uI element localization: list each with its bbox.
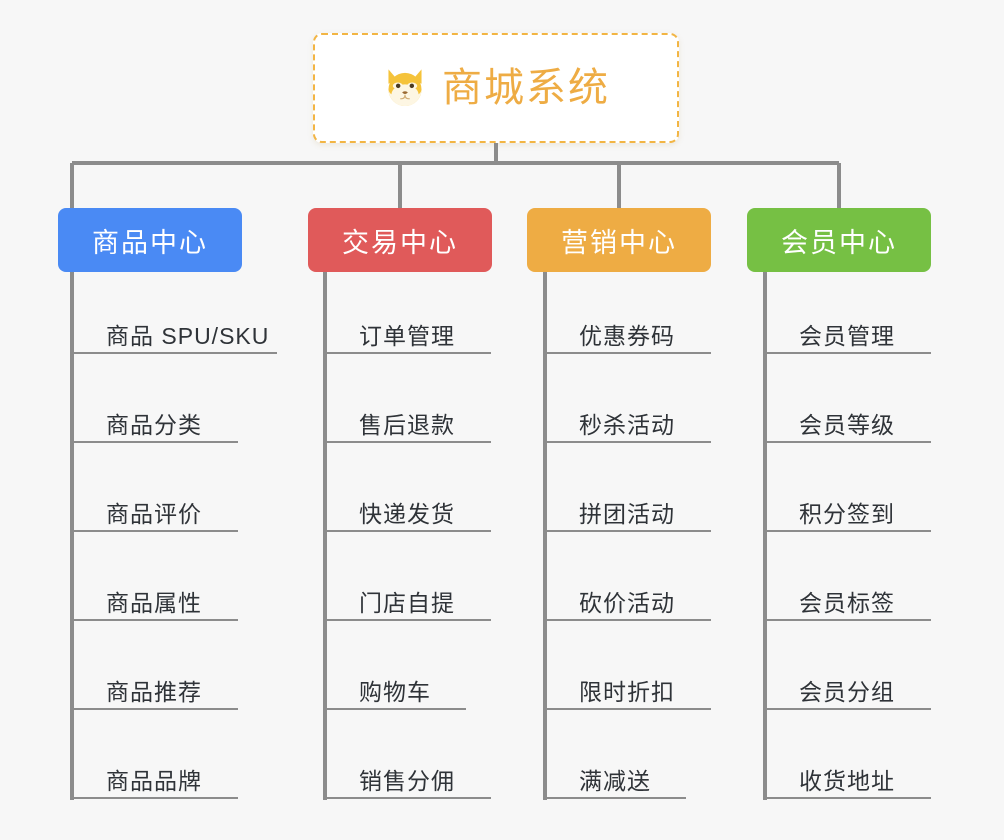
leaf-label: 商品评价	[106, 500, 202, 527]
leaf-label: 售后退款	[359, 411, 455, 438]
leaf-label: 会员标签	[799, 589, 895, 616]
leaf-item[interactable]: 限时折扣	[545, 664, 711, 710]
leaf-item[interactable]: 商品 SPU/SKU	[72, 308, 277, 354]
shiba-dog-face-icon	[388, 69, 422, 106]
leaf-label: 购物车	[359, 678, 431, 705]
leaf-label: 会员等级	[799, 411, 895, 438]
leaf-item[interactable]: 会员标签	[765, 575, 931, 621]
leaf-item[interactable]: 销售分佣	[325, 753, 491, 799]
leaf-label: 商品分类	[106, 411, 202, 438]
leaf-item[interactable]: 砍价活动	[545, 575, 711, 621]
leaf-label: 会员管理	[799, 322, 895, 349]
leaf-item[interactable]: 积分签到	[765, 486, 931, 532]
leaf-label: 收货地址	[799, 767, 895, 794]
category-header-member-center[interactable]: 会员中心	[747, 208, 931, 272]
leaf-label: 快递发货	[359, 500, 455, 527]
leaf-item[interactable]: 优惠券码	[545, 308, 711, 354]
leaf-label: 秒杀活动	[579, 411, 675, 438]
leaf-label: 优惠券码	[579, 322, 675, 349]
leaf-label: 门店自提	[359, 589, 455, 616]
leaf-item[interactable]: 拼团活动	[545, 486, 711, 532]
leaf-item[interactable]: 商品分类	[72, 397, 238, 443]
leaf-label: 商品 SPU/SKU	[106, 322, 270, 349]
category-label: 营销中心	[561, 227, 677, 258]
leaf-label: 积分签到	[799, 500, 895, 527]
leaf-label: 会员分组	[799, 678, 895, 705]
leaf-item[interactable]: 商品品牌	[72, 753, 238, 799]
category-label: 交易中心	[342, 227, 458, 258]
leaf-item[interactable]: 收货地址	[765, 753, 931, 799]
leaf-item[interactable]: 商品评价	[72, 486, 238, 532]
leaf-item[interactable]: 门店自提	[325, 575, 491, 621]
leaf-item[interactable]: 商品属性	[72, 575, 238, 621]
category-header-marketing-center[interactable]: 营销中心	[527, 208, 711, 272]
category-header-trade-center[interactable]: 交易中心	[308, 208, 492, 272]
leaf-label: 拼团活动	[579, 500, 675, 527]
leaf-item[interactable]: 会员管理	[765, 308, 931, 354]
leaf-item[interactable]: 订单管理	[325, 308, 491, 354]
leaf-item[interactable]: 会员分组	[765, 664, 931, 710]
leaf-label: 商品品牌	[106, 767, 202, 794]
category-header-product-center[interactable]: 商品中心	[58, 208, 242, 272]
leaf-item[interactable]: 秒杀活动	[545, 397, 711, 443]
leaf-label: 销售分佣	[359, 767, 455, 794]
leaf-item[interactable]: 购物车	[325, 664, 466, 710]
leaf-label: 满减送	[579, 767, 651, 794]
root-node[interactable]: 商城系统	[313, 33, 679, 143]
category-label: 商品中心	[92, 227, 208, 258]
leaf-label: 商品属性	[106, 589, 202, 616]
root-title: 商城系统	[442, 66, 610, 110]
leaf-item[interactable]: 商品推荐	[72, 664, 238, 710]
leaf-label: 砍价活动	[579, 589, 675, 616]
leaf-label: 限时折扣	[579, 678, 675, 705]
leaf-label: 商品推荐	[106, 678, 202, 705]
leaf-item[interactable]: 会员等级	[765, 397, 931, 443]
leaf-item[interactable]: 满减送	[545, 753, 686, 799]
leaf-item[interactable]: 售后退款	[325, 397, 491, 443]
leaf-item[interactable]: 快递发货	[325, 486, 491, 532]
category-label: 会员中心	[781, 227, 897, 258]
leaf-label: 订单管理	[359, 322, 455, 349]
